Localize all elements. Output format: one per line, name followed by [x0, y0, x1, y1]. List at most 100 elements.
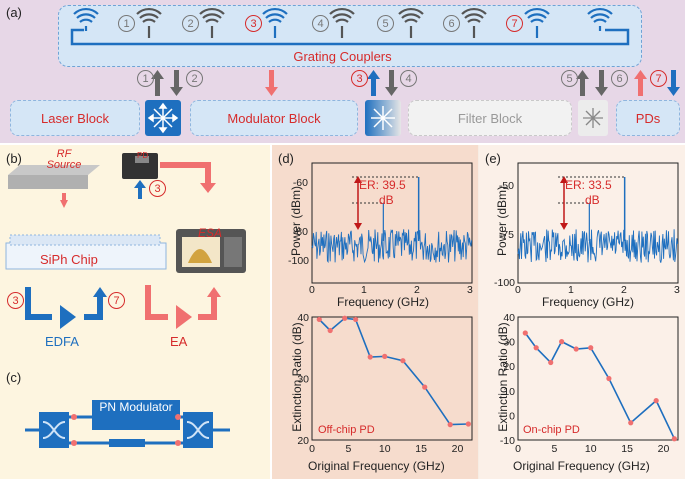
spectrum-d-ytick: -100 — [288, 255, 310, 267]
spectrum-d-ytick: -60 — [292, 177, 308, 189]
setup-number-3b: 3 — [7, 292, 24, 309]
arrow-number-1: 1 — [137, 70, 154, 87]
er-e-xtick: 5 — [551, 443, 557, 455]
er-d-ylabel: Extinction Ratio (dB) — [290, 322, 304, 432]
spectrum-e-frame — [517, 162, 679, 284]
er-e-xtick: 20 — [658, 443, 670, 455]
er-d-xtick: 15 — [415, 443, 427, 455]
er-d-xtick: 5 — [345, 443, 351, 455]
panel-c-label: (c) — [6, 370, 22, 385]
arrow-number-5: 5 — [561, 70, 578, 87]
spectrum-d-er-unit: dB — [379, 193, 394, 207]
grating-couplers-title: Grating Couplers — [293, 49, 392, 64]
laser-block: Laser Block — [10, 100, 140, 136]
spectrum-e-er-unit: dB — [585, 193, 600, 207]
arrow-number-4: 4 — [400, 70, 417, 87]
er-d-data-point — [342, 315, 348, 321]
mzm-diagram — [25, 400, 230, 448]
grating-coupler-icon — [73, 7, 99, 31]
er-e-data-point — [606, 375, 612, 382]
panel-e-background — [479, 145, 685, 479]
er-e-data-point — [653, 398, 659, 404]
arrow-up-gray — [151, 70, 164, 96]
arrow-number-6: 6 — [611, 70, 628, 87]
spectrum-d-xtick: 1 — [361, 284, 367, 296]
rf-source-label: RF Source — [46, 148, 82, 171]
switch-icon — [578, 100, 608, 136]
arrow-down-blue — [667, 70, 680, 96]
gc-number-2: 2 — [182, 15, 199, 32]
er-d-xtick: 20 — [452, 443, 464, 455]
er-e-data-point — [588, 345, 594, 351]
er-e-ytick: -10 — [500, 435, 515, 447]
grating-coupler-icon — [524, 7, 550, 38]
pn-modulator-box — [92, 400, 180, 430]
panel-e-label: (e) — [485, 151, 501, 166]
grating-couplers-diagram — [70, 7, 630, 46]
spectrum-e-er-arrowhead-up — [560, 176, 568, 183]
er-e-ylabel: Extinction Ratio (dB) — [496, 322, 510, 432]
ea-label: EA — [170, 334, 188, 349]
er-d-data-point — [465, 421, 471, 427]
pd-label: PD — [137, 151, 149, 160]
gc-number-3: 3 — [245, 15, 262, 32]
spectrum-e-ytick: -50 — [498, 180, 514, 192]
rf-source-front — [8, 175, 88, 189]
spectrum-d-er-arrowhead-up — [354, 176, 362, 183]
er-e-ytick: 40 — [503, 312, 515, 324]
grating-coupler-icon — [329, 7, 355, 38]
spectrum-d-frame — [311, 162, 473, 284]
er-d-data-point — [353, 316, 359, 323]
arrow-down-gray — [170, 70, 183, 96]
spectrum-d-xtick: 2 — [414, 284, 420, 296]
er-e-ytick: 30 — [503, 337, 515, 349]
spectrum-e-xtick: 3 — [674, 284, 680, 296]
spectrum-d-xtick: 0 — [309, 284, 315, 296]
er-e-ytick: 0 — [509, 410, 515, 422]
spectrum-e-xtick: 2 — [621, 284, 627, 296]
er-e-annotation: On-chip PD — [523, 424, 580, 436]
setup-number-3: 3 — [149, 180, 166, 197]
er-d-frame — [311, 316, 473, 441]
arrow-up-red — [634, 70, 647, 96]
er-e-data-point — [628, 420, 634, 426]
er-d-annotation: Off-chip PD — [318, 424, 375, 436]
arrow-up-blue — [367, 70, 380, 96]
gc-number-4: 4 — [312, 15, 329, 32]
spectrum-e-xtick: 0 — [515, 284, 521, 296]
spectrum-e-xlabel: Frequency (GHz) — [542, 295, 635, 309]
edfa-label: EDFA — [45, 334, 79, 349]
gc-number-7: 7 — [506, 15, 523, 32]
panel-d-background — [272, 145, 478, 479]
spectrum-e-xtick: 1 — [568, 284, 574, 296]
switch-icon — [145, 100, 181, 136]
panel-d-label: (d) — [278, 151, 294, 166]
filter-block: Filter Block — [408, 100, 572, 136]
er-d-data-point — [400, 358, 406, 364]
grating-coupler-icon — [199, 7, 225, 38]
er-e-xtick: 0 — [515, 443, 521, 455]
coupling-arrows — [151, 70, 680, 96]
er-d-data-point — [447, 422, 453, 428]
grating-coupler-icon — [398, 7, 424, 38]
spectrum-d-xlabel: Frequency (GHz) — [337, 295, 430, 309]
switch-icon — [365, 100, 401, 136]
spectrum-d-er: ER: 39.5 — [359, 178, 406, 192]
er-d-data-point — [422, 384, 428, 390]
modulator-block: Modulator Block — [190, 100, 358, 136]
arrow-down-gray — [595, 70, 608, 96]
grating-coupler-icon — [136, 7, 162, 38]
er-d-series-line — [318, 317, 469, 426]
setup-number-7: 7 — [108, 292, 125, 309]
loop-waveguide — [70, 28, 630, 46]
er-e-xlabel: Original Frequency (GHz) — [513, 459, 650, 473]
arrow-number-7: 7 — [650, 70, 667, 87]
siph-chip-label: SiPh Chip — [40, 252, 98, 267]
spectrum-d-xtick: 3 — [467, 284, 473, 296]
pn-modulator-label: PN Modulator — [99, 400, 173, 414]
grating-coupler-icon — [587, 7, 613, 31]
arrow-up-gray — [576, 70, 589, 96]
er-e-data-point — [559, 339, 565, 345]
measurement-setup — [5, 153, 246, 329]
